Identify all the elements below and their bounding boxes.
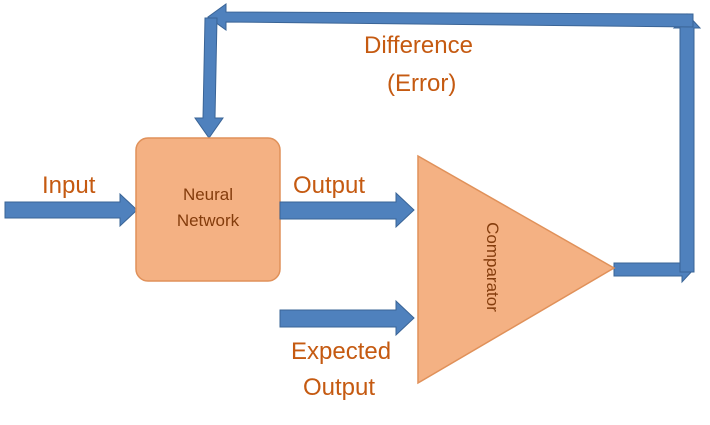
output-arrow [279, 191, 415, 229]
input-label: Input [42, 172, 96, 199]
expected-output-label-line1: Expected [291, 338, 392, 365]
feedback-up-arrow [672, 13, 702, 273]
comparator-label: Comparator [483, 222, 502, 312]
input-arrow [4, 192, 138, 228]
neural-network-label: Neural Network [136, 182, 280, 234]
neural-network-label-line2: Network [176, 211, 240, 230]
neural-network-label-line1: Neural [182, 185, 234, 204]
feedback-down-arrow [194, 17, 224, 139]
feedback-top-arrow [207, 3, 694, 31]
expected-output-arrow [279, 299, 415, 337]
comparator-triangle [417, 154, 616, 385]
difference-label-line2: (Error) [387, 70, 457, 97]
expected-output-label-line2: Output [303, 374, 376, 401]
output-label: Output [293, 172, 366, 199]
difference-label-line1: Difference [364, 32, 473, 59]
